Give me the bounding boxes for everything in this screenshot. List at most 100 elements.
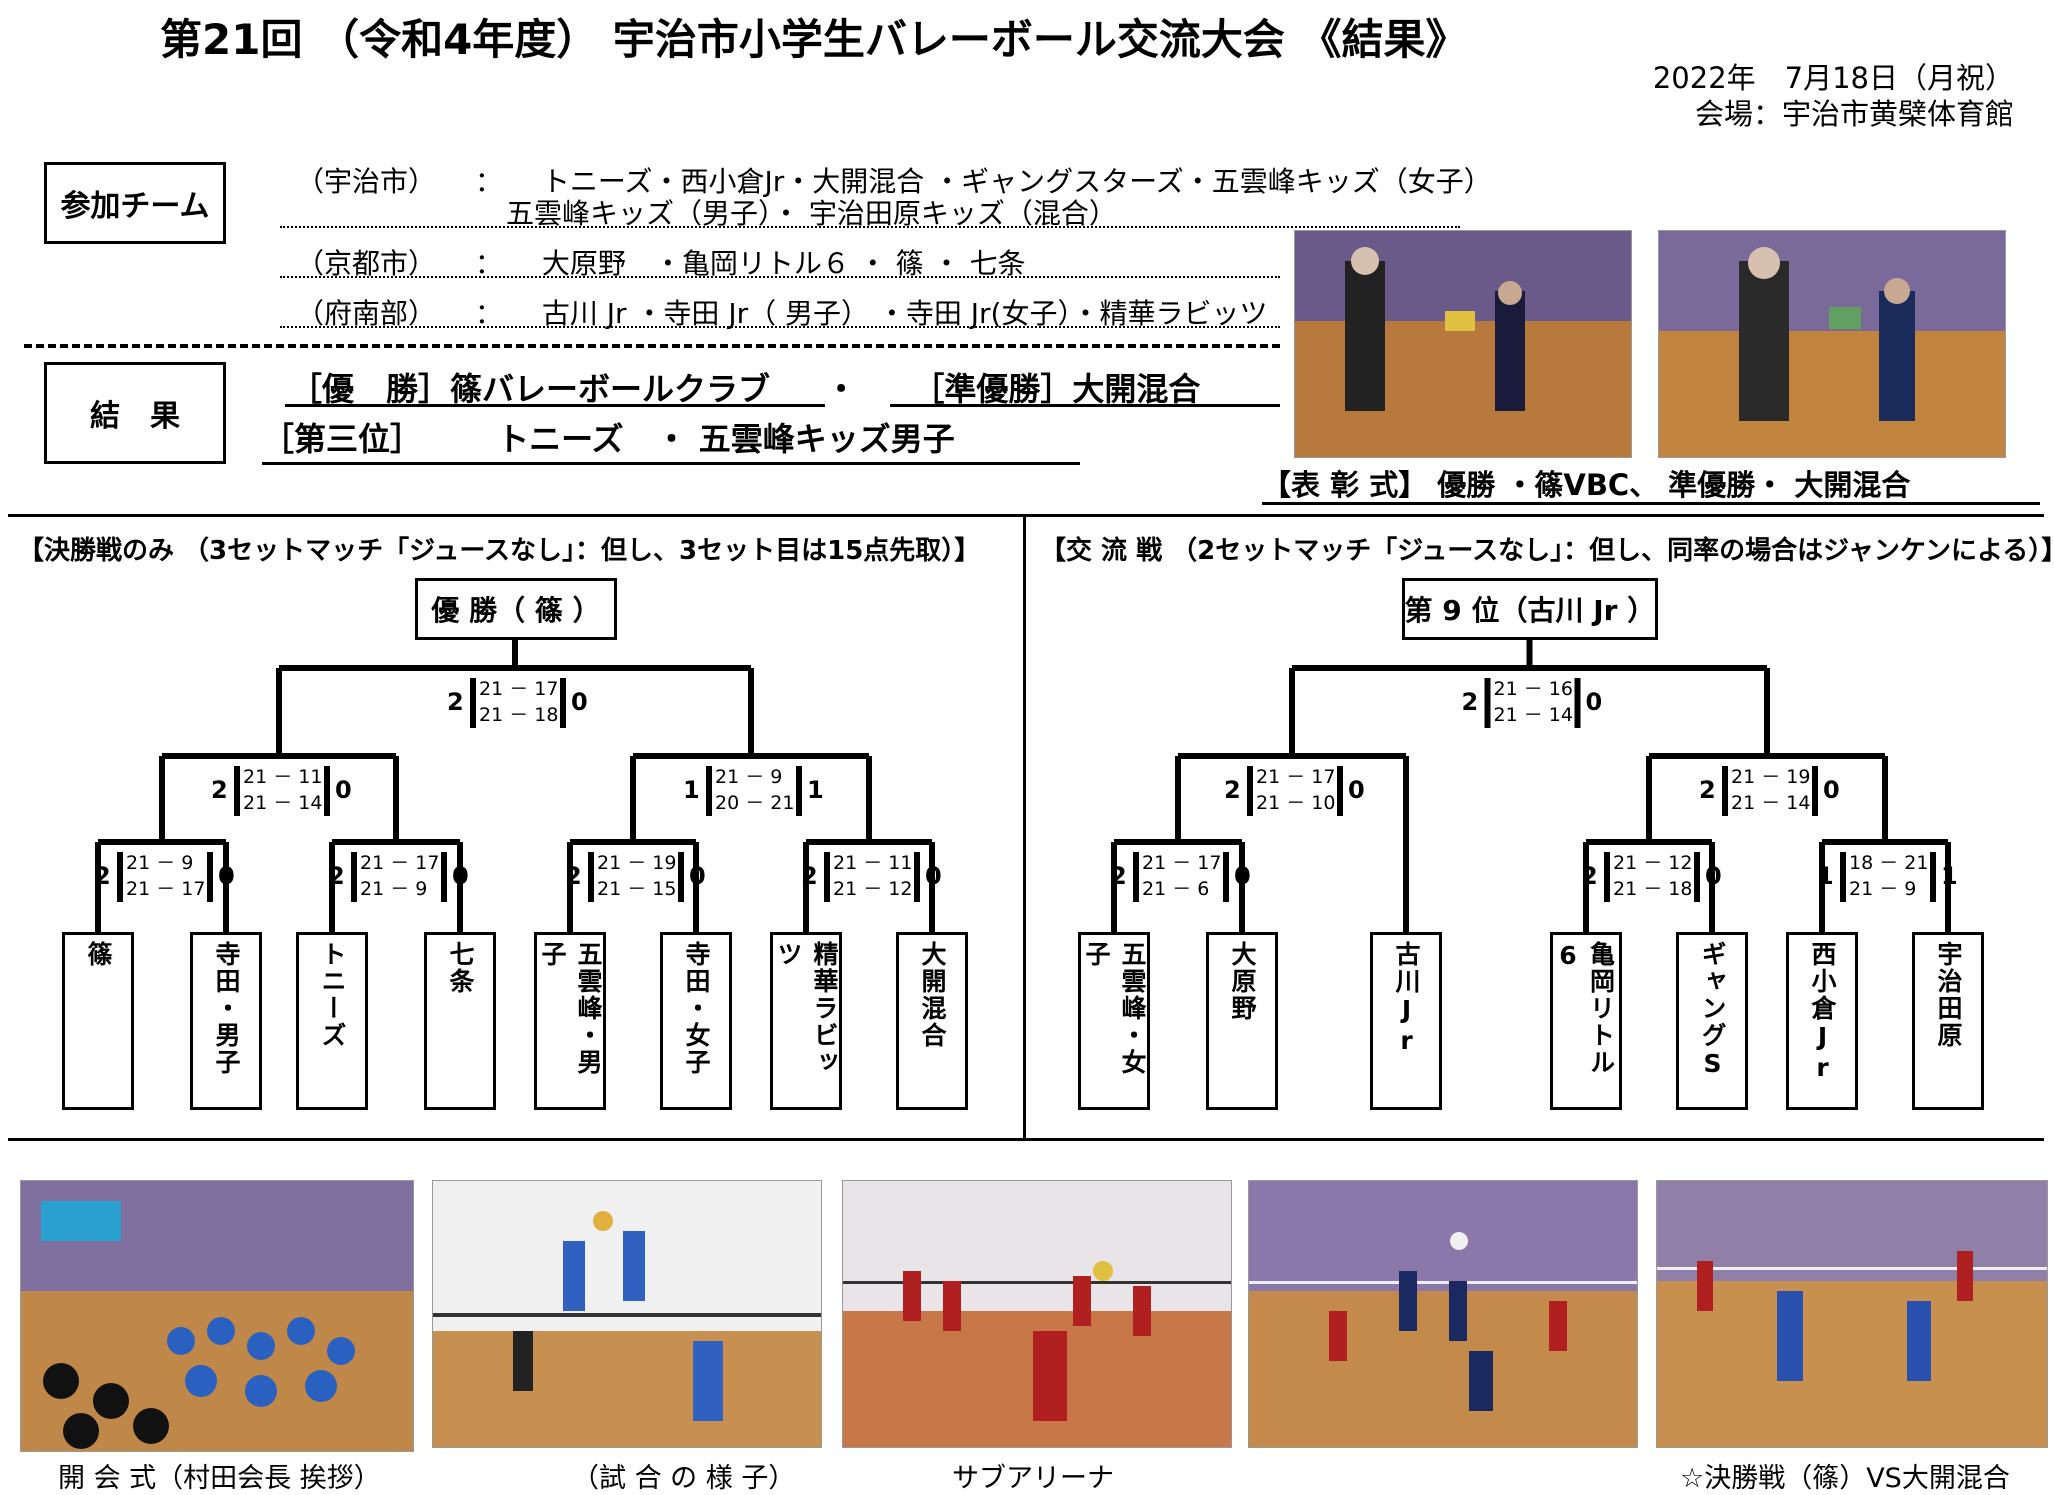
section-divider <box>8 514 2044 517</box>
results-label: 結 果 <box>44 362 226 464</box>
left-final-match-left-sets: 2 <box>447 688 464 716</box>
right-champion-box: 第 9 位（古川 Jr ） <box>1401 578 1658 640</box>
photo-opening-ceremony <box>20 1180 414 1452</box>
right-final-match-set2: 21 － 14 <box>1493 704 1573 726</box>
award-photo-1-image <box>1295 231 1631 457</box>
participants-row-4: （府南部） ： 古川 Jr ・寺田 Jr（ 男子） ・寺田 Jr(女子）・精華ラ… <box>296 297 1268 330</box>
left-r1-match-set2: 21 － 12 <box>833 878 913 900</box>
right-r2-match-set1: 21 － 19 <box>1731 766 1811 788</box>
right-r2-match-left-sets: 2 <box>1224 776 1241 804</box>
left-r1-match-left-sets: 2 <box>565 862 582 890</box>
left-r1-match-set2: 21 － 9 <box>360 878 428 900</box>
participants-row-3: （京都市） ： 大原野 ・亀岡リトル６ ・ 篠 ・ 七条 <box>296 247 1026 280</box>
right-r1-match-set1: 21 － 12 <box>1613 852 1693 874</box>
bracket-split-line <box>1023 516 1026 1138</box>
page-title: 第21回 （令和4年度） 宇治市小学生バレーボール交流大会 《結果》 <box>160 15 1468 64</box>
dotted-divider <box>280 226 1460 228</box>
left-r1-match-left-sets: 2 <box>328 862 345 890</box>
right-final-match-right-sets: 0 <box>1585 688 1603 716</box>
left-r2-match-set2: 21 － 14 <box>243 792 323 814</box>
right-r1-match-right-sets: 0 <box>1705 862 1722 890</box>
winner-text: ［優 勝］篠バレーボールクラブ <box>290 370 771 408</box>
left-r1-match-set1: 21 － 19 <box>597 852 677 874</box>
dotted-divider <box>280 276 1280 278</box>
team-box: 寺田・男子 <box>190 932 262 1110</box>
right-r1-match-set2: 21 － 6 <box>1142 878 1210 900</box>
left-final-match-set1: 21 － 17 <box>479 678 559 700</box>
team-box: 篠 <box>62 932 134 1110</box>
team-box: 五雲峰・女子 <box>1078 932 1150 1110</box>
third-teams: トニーズ ・ 五雲峰キッズ男子 <box>497 420 955 458</box>
section-divider <box>8 1138 2044 1141</box>
right-bracket-heading: 【交 流 戦 （2セットマッチ「ジュースなし」：但し、同率の場合はジャンケンによ… <box>1040 536 2054 566</box>
underline <box>890 404 1280 407</box>
photo-match-2-image <box>1249 1181 1637 1447</box>
award-photo-1 <box>1294 230 1632 458</box>
left-r1-match-left-sets: 2 <box>94 862 111 890</box>
third-label: ［第三位］ <box>262 420 423 458</box>
left-r1-match-right-sets: 0 <box>689 862 706 890</box>
results-line-1: ［優 勝］篠バレーボールクラブ ・ ［準優勝］大開混合 <box>290 370 1201 408</box>
right-r1-match-set1: 18 － 21 <box>1849 852 1929 874</box>
left-r2-match-left-sets: 1 <box>683 776 700 804</box>
participants-label: 参加チーム <box>44 162 226 244</box>
right-r1-match-left-sets: 2 <box>1581 862 1598 890</box>
underline <box>285 404 825 407</box>
left-final-match-set2: 21 － 18 <box>479 704 559 726</box>
dashed-divider <box>24 344 1280 348</box>
event-info: 2022年 7月18日（月祝） 会場：宇治市黄檗体育館 <box>1653 60 2014 132</box>
left-r2-match-left-sets: 2 <box>211 776 228 804</box>
event-venue: 会場：宇治市黄檗体育館 <box>1694 97 2014 131</box>
right-r1-match-set1: 21 － 17 <box>1142 852 1222 874</box>
right-r2-match-right-sets: 0 <box>1823 776 1840 804</box>
right-r2-match-set2: 21 － 10 <box>1256 792 1336 814</box>
results-line-2: ［第三位］ トニーズ ・ 五雲峰キッズ男子 <box>262 414 955 460</box>
team-box: 西小倉Jr <box>1786 932 1858 1110</box>
left-r1-match-left-sets: 2 <box>801 862 818 890</box>
left-r1-match-set1: 21 － 17 <box>360 852 440 874</box>
caption-sub-arena: サブアリーナ <box>952 1463 1114 1494</box>
photo-final-match <box>1656 1180 2048 1448</box>
dotted-divider <box>280 326 1280 328</box>
left-final-match-right-sets: 0 <box>571 688 588 716</box>
left-r1-match-right-sets: 0 <box>218 862 235 890</box>
left-r2-match-set1: 21 － 11 <box>243 766 323 788</box>
team-box: ギャングS <box>1676 932 1748 1110</box>
team-box: 五雲峰・男子 <box>534 932 606 1110</box>
team-box: 宇治田原 <box>1912 932 1984 1110</box>
left-bracket-heading: 【決勝戦のみ （3セットマッチ「ジュースなし」：但し、3セット目は15点先取）】 <box>18 536 981 566</box>
team-box: 精華ラビッツ <box>770 932 842 1110</box>
right-final-match-set1: 21 － 16 <box>1493 678 1573 700</box>
right-r1-match-right-sets: 1 <box>1941 862 1958 890</box>
left-r1-match-set2: 21 － 17 <box>126 878 206 900</box>
left-r1-match-set1: 21 － 9 <box>126 852 194 874</box>
photo-match-1 <box>432 1180 822 1448</box>
participants-row-1: （宇治市） ： トニーズ・西小倉Jr・大開混合 ・ギャングスターズ・五雲峰キッズ… <box>296 165 1492 198</box>
caption-opening: 開 会 式（村田会長 挨拶） <box>58 1463 381 1494</box>
team-box: 大原野 <box>1206 932 1278 1110</box>
runnerup-text: ［準優勝］大開混合 <box>912 370 1201 408</box>
left-r1-match-right-sets: 0 <box>452 862 469 890</box>
participants-row-2: 五雲峰キッズ（男子）・ 宇治田原キッズ（混合） <box>506 197 1117 230</box>
award-caption: 【表 彰 式】 優勝 ・篠VBC、 準優勝・ 大開混合 <box>1262 468 1911 502</box>
right-r1-match-left-sets: 2 <box>1110 862 1127 890</box>
right-r2-match-left-sets: 2 <box>1699 776 1716 804</box>
left-r2-match-right-sets: 0 <box>335 776 352 804</box>
underline <box>262 462 1080 465</box>
photo-final-match-image <box>1657 1181 2047 1447</box>
team-box: 古川Jr <box>1370 932 1442 1110</box>
right-r1-match-left-sets: 1 <box>1817 862 1834 890</box>
right-final-match-left-sets: 2 <box>1461 688 1479 716</box>
photo-sub-arena <box>842 1180 1232 1448</box>
caption-final: ☆決勝戦（篠）VS大開混合 <box>1680 1463 2010 1494</box>
award-photo-2 <box>1658 230 2006 458</box>
right-r2-match-set1: 21 － 17 <box>1256 766 1336 788</box>
right-r1-match-right-sets: 0 <box>1234 862 1251 890</box>
left-r1-match-right-sets: 0 <box>925 862 942 890</box>
left-r1-match-set2: 21 － 15 <box>597 878 677 900</box>
photo-match-1-image <box>433 1181 821 1447</box>
team-box: 大開混合 <box>896 932 968 1110</box>
event-date: 2022年 7月18日（月祝） <box>1652 61 2014 95</box>
photo-match-2 <box>1248 1180 1638 1448</box>
